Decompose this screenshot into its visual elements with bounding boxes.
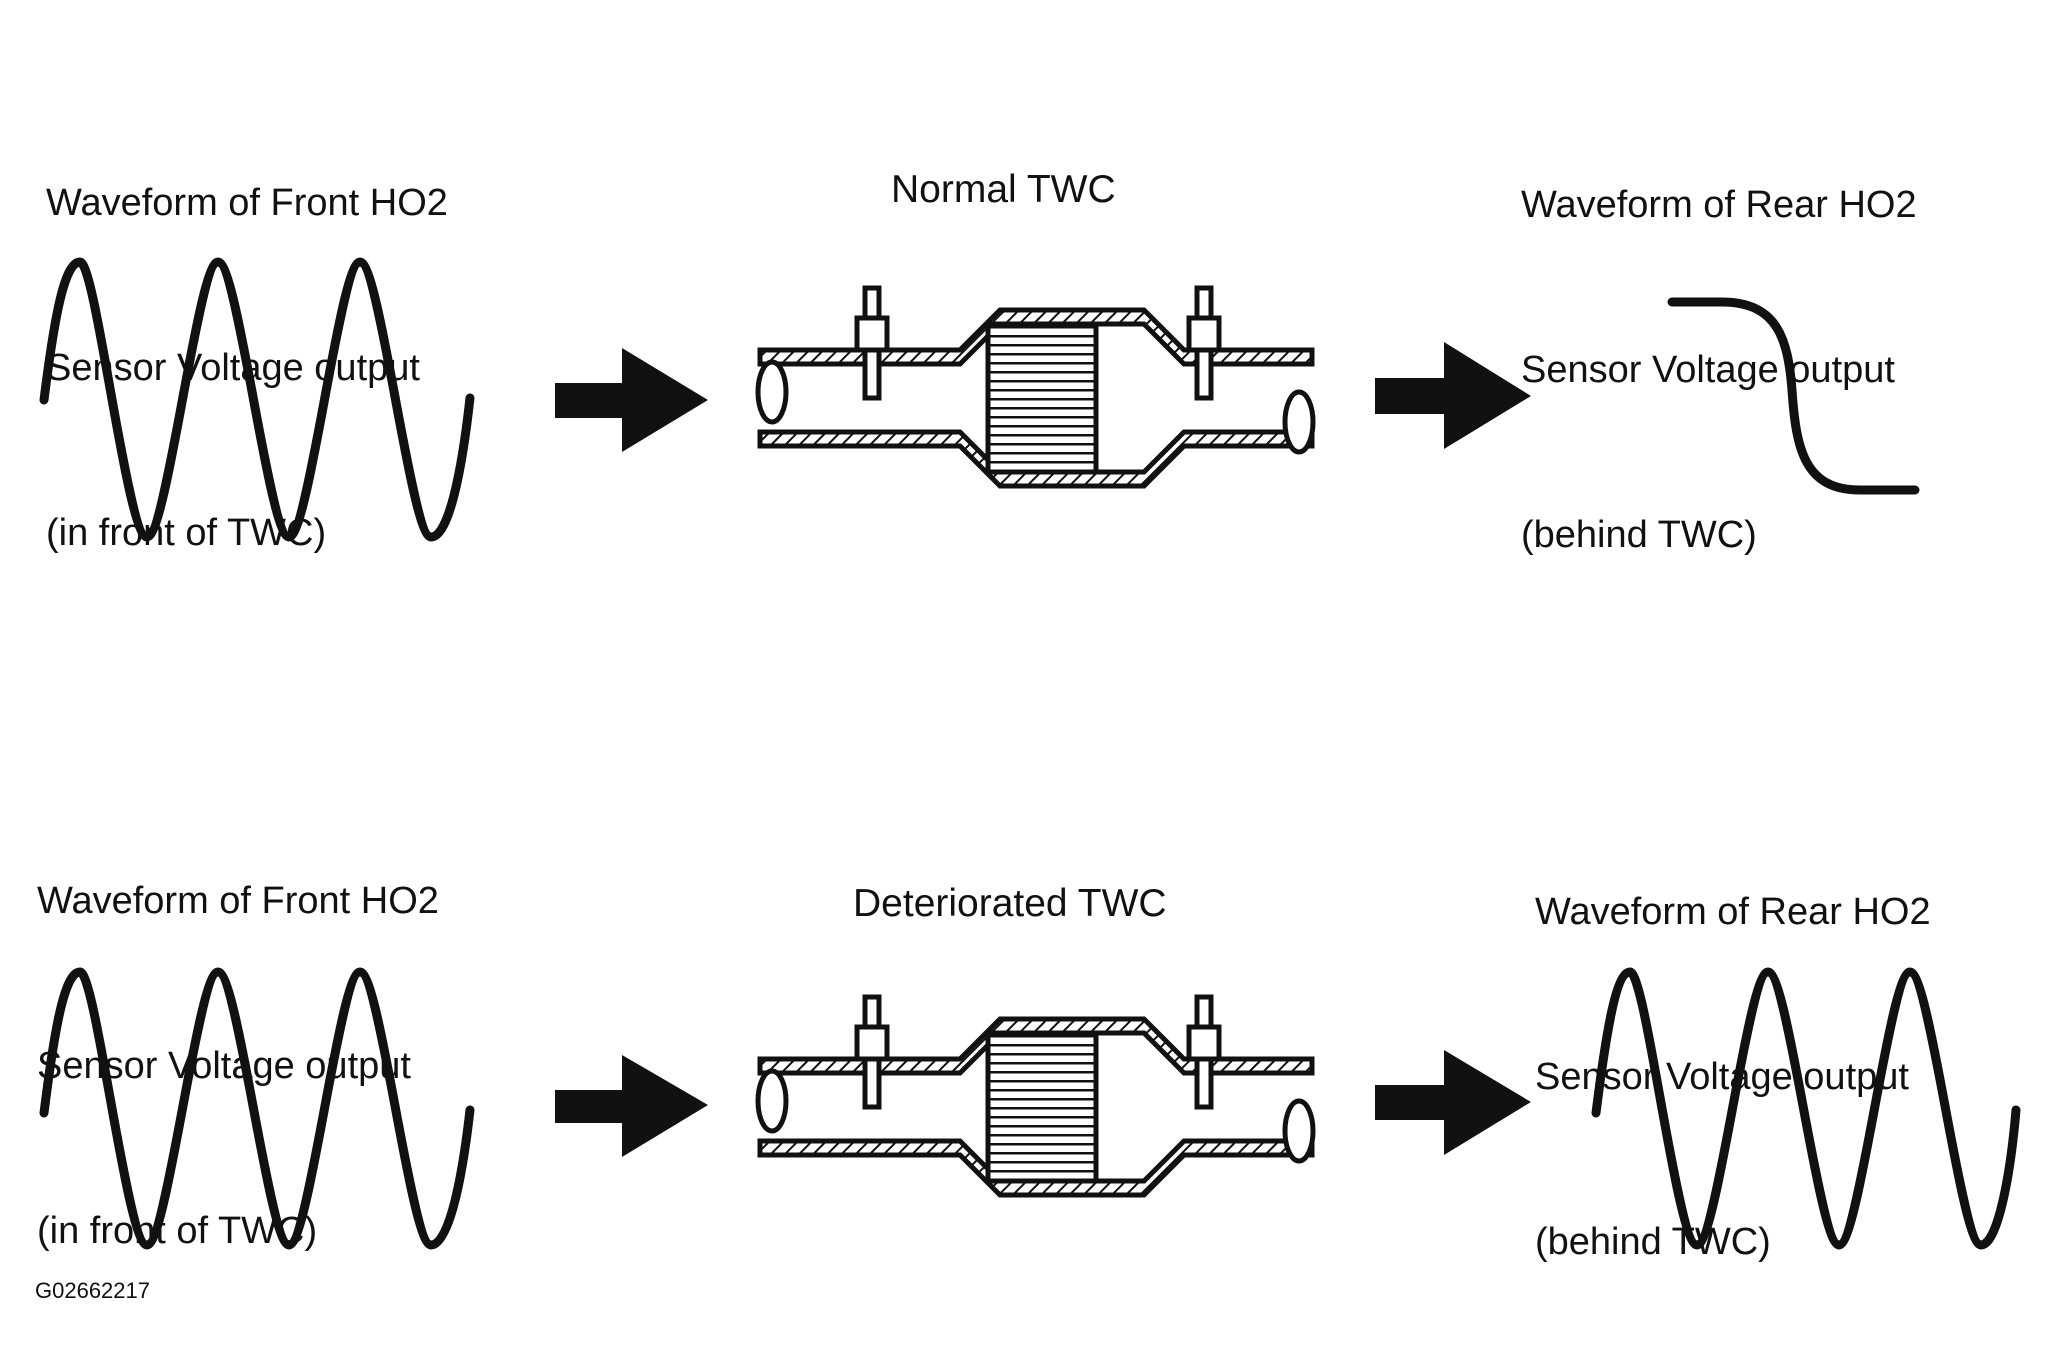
front-sensor-label-line-3: (in front of TWC) [46,512,327,554]
front-ho2-waveform-bottom [39,967,475,1250]
normal-twc-title: Normal TWC [891,168,1116,211]
figure-id: G02662217 [35,1278,150,1303]
deteriorated-twc-title: Deteriorated TWC [853,882,1167,925]
flow-arrow-icon [555,1055,708,1157]
front-sensor-label-bottom: Waveform of Front HO2 Sensor Voltage out… [37,764,439,1314]
rear-ho2-waveform-top [1667,297,1920,495]
flow-arrow-icon [1375,342,1531,449]
flow-arrow-icon [1375,1050,1531,1155]
front-sensor-label-line-1: Waveform of Front HO2 [37,880,439,922]
front-ho2-waveform-top [39,257,475,542]
front-sensor-label-line-2: Sensor Voltage output [37,1045,411,1087]
front-sensor-label-line-2: Sensor Voltage output [46,347,420,389]
rear-sensor-label-line-3: (behind TWC) [1521,514,1757,556]
rear-sensor-label-line-1: Waveform of Rear HO2 [1521,184,1917,226]
front-sensor-label-line-3: (in front of TWC) [37,1210,318,1252]
rear-ho2-waveform-bottom [1591,967,2021,1250]
rear-sensor-label-line-1: Waveform of Rear HO2 [1535,891,1931,933]
flow-arrow-icon [555,348,708,452]
rear-sensor-label-line-3: (behind TWC) [1535,1221,1771,1263]
front-sensor-label-line-1: Waveform of Front HO2 [46,182,448,224]
rear-sensor-label-line-2: Sensor Voltage output [1535,1056,1909,1098]
front-sensor-label-top: Waveform of Front HO2 Sensor Voltage out… [46,66,448,616]
rear-sensor-label-bottom: Waveform of Rear HO2 Sensor Voltage outp… [1535,775,1931,1325]
deteriorated-twc-converter-icon [758,997,1313,1195]
normal-twc-converter-icon [758,288,1313,486]
rear-sensor-label-line-2: Sensor Voltage output [1521,349,1895,391]
rear-sensor-label-top: Waveform of Rear HO2 Sensor Voltage outp… [1521,68,1917,618]
